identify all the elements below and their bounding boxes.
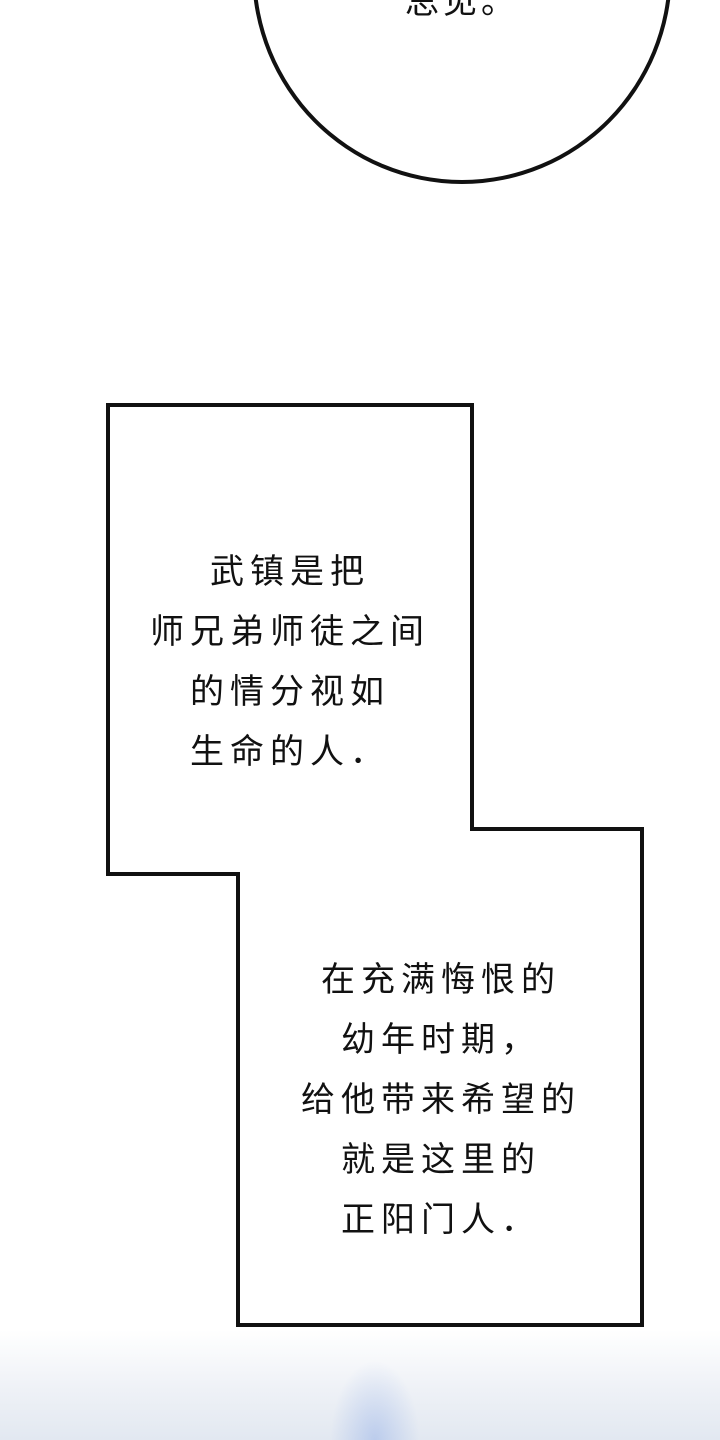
caption-line: 幼年时期， <box>341 1020 541 1060</box>
caption-text-upper: 武镇是把 师兄弟师徒之间 的情分视如 生命的人． <box>108 542 472 782</box>
caption-line: 生命的人． <box>190 732 390 772</box>
caption-text-lower: 在充满悔恨的 幼年时期， 给他带来希望的 就是这里的 正阳门人． <box>240 950 642 1250</box>
caption-line: 给他带来希望的 <box>301 1080 581 1120</box>
caption-line: 正阳门人． <box>341 1200 541 1240</box>
speech-bubble-text: 总见。 <box>405 0 519 22</box>
next-panel-fade <box>0 1330 720 1440</box>
caption-line: 武镇是把 <box>210 552 370 592</box>
caption-line: 师兄弟师徒之间 <box>150 612 430 652</box>
caption-line: 在充满悔恨的 <box>321 960 561 1000</box>
caption-line: 的情分视如 <box>190 672 390 712</box>
caption-line: 就是这里的 <box>341 1140 541 1180</box>
